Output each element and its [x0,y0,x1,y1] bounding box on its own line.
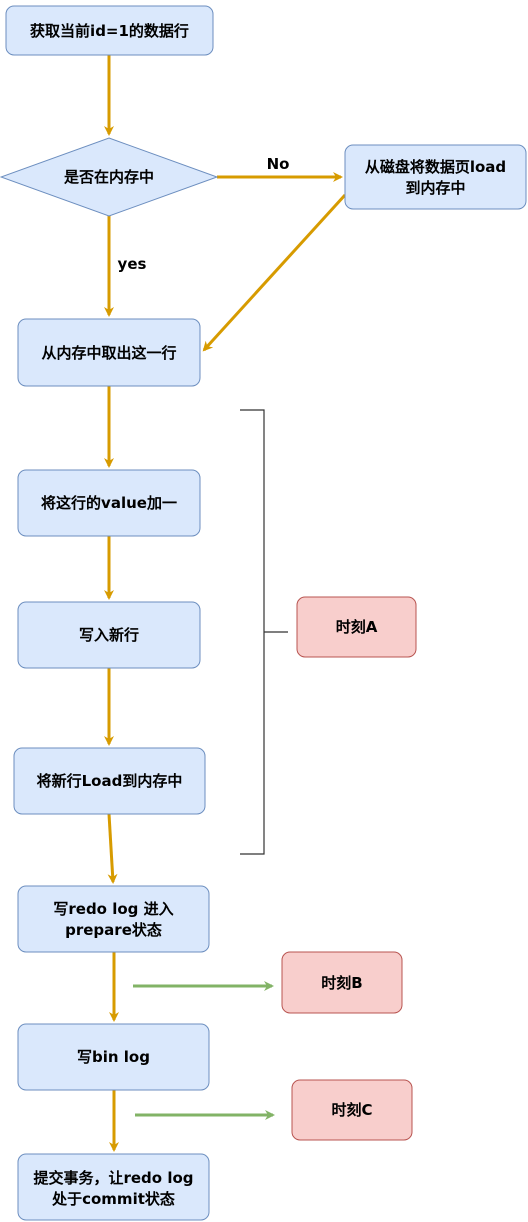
node-add-one-label: 将这行的value加一 [41,494,177,512]
edge-label-no: No [267,155,290,173]
arrow-load-to-redo [107,813,118,884]
node-add-one: 将这行的value加一 [17,469,201,537]
node-take-row-label: 从内存中取出这一行 [41,344,176,362]
node-write-binlog-label: 写bin log [77,1048,150,1066]
node-write-new-row: 写入新行 [17,601,201,669]
node-commit: 提交事务，让redo log 处于commit状态 [17,1153,210,1221]
moment-c: 时刻C [291,1079,413,1141]
node-load-from-disk: 从磁盘将数据页load 到内存中 [344,144,527,210]
node-commit-line-2: 处于commit状态 [51,1190,175,1208]
moment-arrows [133,981,275,1120]
node-in-memory-check: 是否在内存中 [0,137,219,217]
node-load-new-row-label: 将新行Load到内存中 [37,772,183,790]
node-fetch-row-label: 获取当前id=1的数据行 [30,22,189,40]
node-in-memory-check-label: 是否在内存中 [63,168,154,186]
moment-a-bracket [240,409,288,855]
moment-a: 时刻A [296,596,417,658]
node-write-new-row-label: 写入新行 [79,626,139,644]
moment-b: 时刻B [281,951,403,1014]
node-take-row: 从内存中取出这一行 [17,318,201,387]
arrow-disk-to-take [202,193,347,352]
node-redo-prepare-line-1: 写redo log 进入 [53,900,173,918]
edge-label-yes: yes [118,255,147,273]
node-load-from-disk-line-2: 到内存中 [405,179,465,197]
moment-a-label: 时刻A [336,618,378,636]
node-load-new-row: 将新行Load到内存中 [13,747,206,815]
flow-arrows [104,55,347,1152]
moment-b-label: 时刻B [321,974,362,992]
node-load-from-disk-line-1: 从磁盘将数据页load [365,158,506,176]
node-redo-prepare: 写redo log 进入 prepare状态 [17,885,210,953]
node-write-binlog: 写bin log [17,1023,210,1091]
node-redo-prepare-line-2: prepare状态 [65,921,162,939]
node-commit-line-1: 提交事务，让redo log [33,1169,193,1187]
moment-c-label: 时刻C [331,1101,372,1119]
node-fetch-row: 获取当前id=1的数据行 [5,5,214,56]
